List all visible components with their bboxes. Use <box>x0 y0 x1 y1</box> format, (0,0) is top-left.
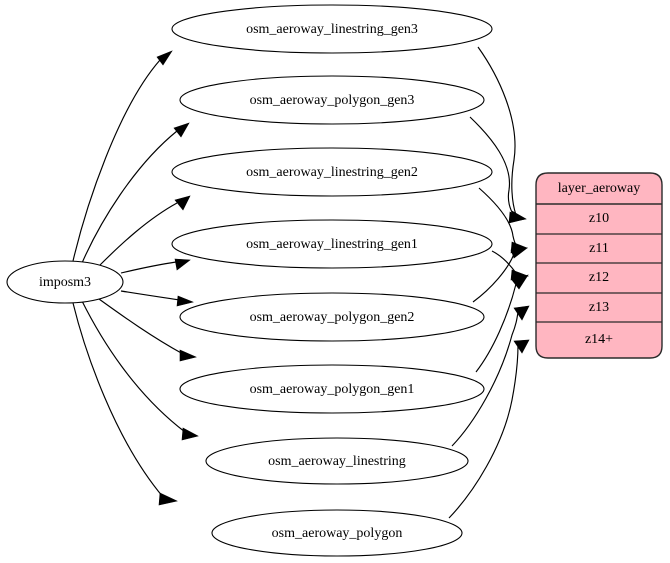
node-osm_aeroway_linestring_gen3[interactable]: osm_aeroway_linestring_gen3 <box>171 4 493 54</box>
layer-aeroway-row-z14-label[interactable]: z14+ <box>585 332 613 347</box>
node-osm_aeroway_linestring_gen1-shape[interactable] <box>171 219 493 269</box>
node-osm_aeroway_polygon_gen2[interactable]: osm_aeroway_polygon_gen2 <box>179 292 485 342</box>
layer-aeroway-row-z12-label[interactable]: z12 <box>589 270 609 285</box>
node-osm_aeroway_linestring_gen2-label: osm_aeroway_linestring_gen2 <box>246 165 418 180</box>
node-osm_aeroway_linestring_gen2[interactable]: osm_aeroway_linestring_gen2 <box>171 147 493 197</box>
edge-imposm3-to-osm_aeroway_polygon <box>72 302 178 506</box>
node-osm_aeroway_polygon_gen1[interactable]: osm_aeroway_polygon_gen1 <box>179 364 485 414</box>
node-osm_aeroway_polygon_gen3-shape[interactable] <box>179 75 485 125</box>
edge-imposm3-to-osm_aeroway_linestring <box>81 300 199 441</box>
node-osm_aeroway_polygon_gen1-label: osm_aeroway_polygon_gen1 <box>250 382 415 397</box>
layer-aeroway-row-z10-label[interactable]: z10 <box>589 211 609 226</box>
node-osm_aeroway_linestring[interactable]: osm_aeroway_linestring <box>205 437 469 485</box>
edge-imposm3-to-osm_aeroway_linestring_gen2 <box>98 195 191 267</box>
node-osm_aeroway_polygon_gen3[interactable]: osm_aeroway_polygon_gen3 <box>179 75 485 125</box>
edge-imposm3-to-osm_aeroway_linestring_gen3 <box>72 50 173 262</box>
edge-imposm3-to-osm_aeroway_polygon_gen2 <box>120 290 194 307</box>
node-imposm3-shape[interactable] <box>6 260 124 304</box>
node-osm_aeroway_linestring-shape[interactable] <box>205 437 469 485</box>
node-osm_aeroway_linestring-label: osm_aeroway_linestring <box>268 454 406 469</box>
node-imposm3[interactable]: imposm3 <box>6 260 124 304</box>
edge-osm_aeroway_polygon_gen2-to-z11 <box>472 247 529 303</box>
node-osm_aeroway_linestring_gen1[interactable]: osm_aeroway_linestring_gen1 <box>171 219 493 269</box>
node-layer_aeroway[interactable]: layer_aeroway z10 z11 z12 z13 z14+ <box>535 172 663 359</box>
edge-imposm3-to-osm_aeroway_polygon_gen3 <box>81 122 190 264</box>
edge-imposm3-to-osm_aeroway_linestring_gen1 <box>120 258 191 274</box>
edge-osm_aeroway_polygon_gen3-to-z10 <box>469 116 526 224</box>
node-osm_aeroway_polygon_gen2-label: osm_aeroway_polygon_gen2 <box>250 310 415 325</box>
edge-osm_aeroway_linestring-to-z13 <box>451 305 530 447</box>
node-osm_aeroway_polygon[interactable]: osm_aeroway_polygon <box>211 509 463 557</box>
node-imposm3-label: imposm3 <box>39 275 91 290</box>
node-osm_aeroway_polygon-shape[interactable] <box>211 509 463 557</box>
edge-osm_aeroway_polygon-to-z14 <box>448 339 530 519</box>
edge-osm_aeroway_polygon_gen1-to-z12 <box>475 274 529 373</box>
node-osm_aeroway_linestring_gen2-shape[interactable] <box>171 147 493 197</box>
node-osm_aeroway_polygon_gen2-shape[interactable] <box>179 292 485 342</box>
layer-aeroway-header-label: layer_aeroway <box>558 181 640 196</box>
layer-aeroway-body <box>535 172 663 359</box>
node-osm_aeroway_polygon_gen1-shape[interactable] <box>179 364 485 414</box>
layer-aeroway-row-z13-label[interactable]: z13 <box>589 300 609 315</box>
edge-imposm3-to-osm_aeroway_polygon_gen1 <box>98 298 197 362</box>
node-osm_aeroway_linestring_gen3-shape[interactable] <box>171 4 493 54</box>
node-osm_aeroway_linestring_gen3-label: osm_aeroway_linestring_gen3 <box>246 22 418 37</box>
layer-aeroway-row-z11-label[interactable]: z11 <box>589 241 609 256</box>
edge-group-tables-to-layer <box>448 46 530 519</box>
edge-osm_aeroway_linestring_gen3-to-z10 <box>477 46 527 223</box>
node-osm_aeroway_polygon_gen3-label: osm_aeroway_polygon_gen3 <box>250 93 415 108</box>
node-osm_aeroway_polygon-label: osm_aeroway_polygon <box>272 526 403 541</box>
node-osm_aeroway_linestring_gen1-label: osm_aeroway_linestring_gen1 <box>246 237 418 252</box>
edge-group-imposm3-to-tables <box>72 50 199 506</box>
edge-osm_aeroway_linestring_gen1-to-z12 <box>491 250 530 281</box>
